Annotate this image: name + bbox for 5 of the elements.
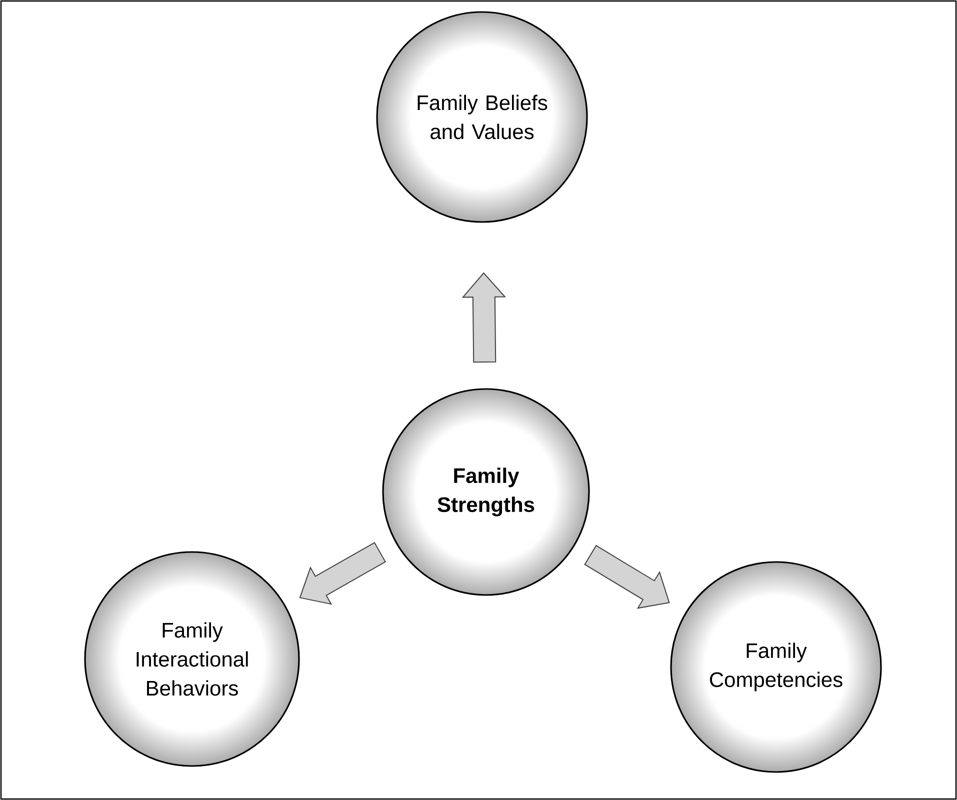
block-arrow bbox=[462, 272, 506, 363]
circle-node: Family Beliefs and Values bbox=[376, 11, 588, 223]
circle-node: Family Interactional Behaviors bbox=[84, 551, 300, 767]
circle-node: Family Competencies bbox=[670, 561, 882, 773]
circle-node: Family Strengths bbox=[382, 388, 590, 596]
